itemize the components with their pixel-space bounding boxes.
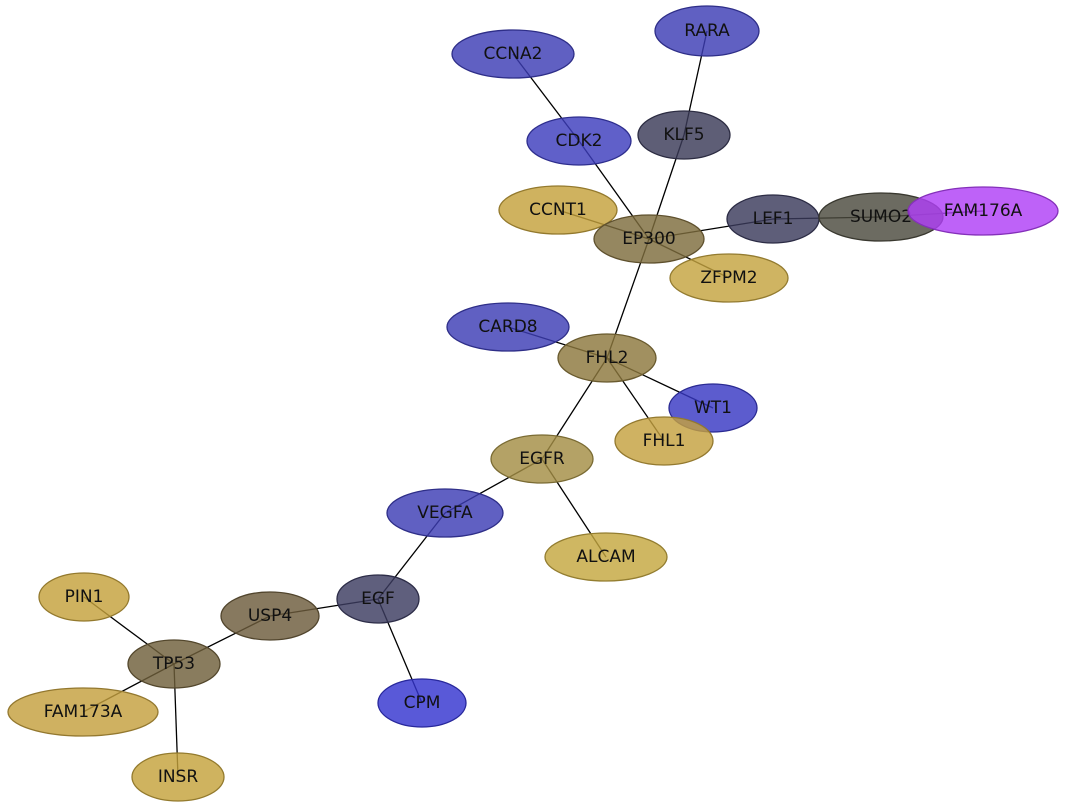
node-label-card8: CARD8: [478, 317, 537, 337]
node-vegfa[interactable]: VEGFA: [386, 488, 504, 538]
node-shape-card8: [446, 302, 570, 352]
node-shape-fam176a: [907, 186, 1059, 236]
node-label-sumo2: SUMO2: [850, 207, 912, 227]
node-label-klf5: KLF5: [663, 125, 704, 145]
node-label-ep300: EP300: [622, 229, 675, 249]
node-fam176a[interactable]: FAM176A: [907, 186, 1059, 236]
node-shape-pin1: [38, 572, 130, 622]
node-lef1[interactable]: LEF1: [726, 194, 820, 244]
node-shape-fam173a: [7, 687, 159, 737]
node-tp53[interactable]: TP53: [127, 639, 221, 689]
node-ep300[interactable]: EP300: [593, 214, 705, 264]
node-label-fam176a: FAM176A: [944, 201, 1023, 221]
node-shape-alcam: [544, 532, 668, 582]
node-label-tp53: TP53: [152, 654, 195, 674]
node-fam173a[interactable]: FAM173A: [7, 687, 159, 737]
node-shape-ccnt1: [498, 185, 618, 235]
node-label-pin1: PIN1: [65, 587, 104, 607]
node-label-cpm: CPM: [404, 693, 441, 713]
node-ccna2[interactable]: CCNA2: [451, 29, 575, 79]
node-label-egfr: EGFR: [519, 449, 565, 469]
node-egfr[interactable]: EGFR: [490, 434, 594, 484]
node-label-egf: EGF: [361, 589, 395, 609]
node-usp4[interactable]: USP4: [220, 591, 320, 641]
node-label-insr: INSR: [158, 767, 199, 787]
node-shape-insr: [131, 752, 225, 802]
node-shape-klf5: [637, 110, 731, 160]
node-rara[interactable]: RARA: [654, 5, 760, 57]
node-shape-vegfa: [386, 488, 504, 538]
node-shape-cpm: [377, 678, 467, 728]
node-klf5[interactable]: KLF5: [637, 110, 731, 160]
node-shape-fhl1: [614, 416, 714, 466]
node-shape-tp53: [127, 639, 221, 689]
node-label-rara: RARA: [684, 21, 730, 41]
node-shape-wt1: [668, 383, 758, 433]
node-egf[interactable]: EGF: [336, 574, 420, 624]
node-label-usp4: USP4: [248, 606, 292, 626]
node-wt1[interactable]: WT1: [668, 383, 758, 433]
node-label-vegfa: VEGFA: [417, 503, 473, 523]
node-label-lef1: LEF1: [753, 209, 794, 229]
node-fhl2[interactable]: FHL2: [557, 333, 657, 383]
node-shape-ccna2: [451, 29, 575, 79]
node-shape-ep300: [593, 214, 705, 264]
node-label-fhl2: FHL2: [586, 348, 629, 368]
node-insr[interactable]: INSR: [131, 752, 225, 802]
node-label-wt1: WT1: [694, 398, 732, 418]
node-cdk2[interactable]: CDK2: [526, 116, 632, 166]
node-pin1[interactable]: PIN1: [38, 572, 130, 622]
node-label-ccnt1: CCNT1: [529, 200, 587, 220]
node-fhl1[interactable]: FHL1: [614, 416, 714, 466]
node-zfpm2[interactable]: ZFPM2: [669, 253, 789, 303]
node-label-cdk2: CDK2: [556, 131, 603, 151]
node-shape-egf: [336, 574, 420, 624]
node-alcam[interactable]: ALCAM: [544, 532, 668, 582]
node-label-zfpm2: ZFPM2: [700, 268, 757, 288]
node-label-fam173a: FAM173A: [44, 702, 123, 722]
node-card8[interactable]: CARD8: [446, 302, 570, 352]
node-shape-rara: [654, 5, 760, 57]
node-label-alcam: ALCAM: [576, 547, 635, 567]
node-shape-fhl2: [557, 333, 657, 383]
node-shape-cdk2: [526, 116, 632, 166]
node-shape-usp4: [220, 591, 320, 641]
node-shape-egfr: [490, 434, 594, 484]
node-ccnt1[interactable]: CCNT1: [498, 185, 618, 235]
node-label-ccna2: CCNA2: [484, 44, 543, 64]
node-shape-zfpm2: [669, 253, 789, 303]
node-cpm[interactable]: CPM: [377, 678, 467, 728]
node-label-fhl1: FHL1: [643, 431, 686, 451]
